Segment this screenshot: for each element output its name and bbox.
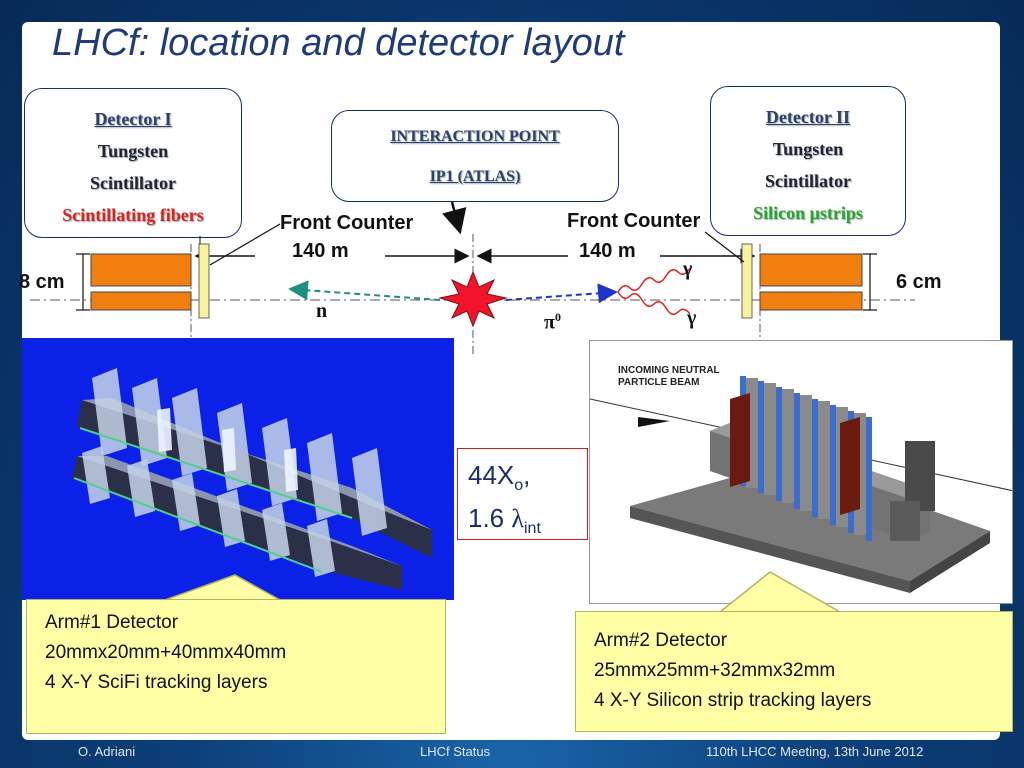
page-title: LHCf: location and detector layout [52,22,625,64]
detector-1-line-2: Scintillator [90,173,176,193]
footer-meeting: 110th LHCC Meeting, 13th June 2012 [706,744,924,759]
front-counter-left-label: Front Counter [280,212,414,234]
width-right-label: 6 cm [896,271,942,293]
lambda-subscript: int [523,520,541,538]
x0-suffix: , [523,460,531,490]
detector-1-heading: Detector I [94,109,172,129]
arm2-detector-render [590,376,1012,593]
detector-2-heading: Detector II [765,107,851,127]
arm1-detector-image [22,338,454,600]
right-tower-bottom [759,291,863,311]
detector-1-line-1: Tungsten [97,141,169,161]
detector-1-box: Detector I Tungsten Scintillator Scintil… [24,88,242,238]
detector-2-line-2: Scintillator [765,171,851,191]
arm1-line-2: 20mmx20mm+40mmx40mm [45,642,287,663]
left-tower-bottom [90,291,192,311]
detector-2-line-3: Silicon μstrips [753,203,863,223]
neutron-label: n [316,300,328,322]
arm2-image-label-line-2: PARTICLE BEAM [618,377,700,388]
x0-subscript: o [514,477,524,495]
x0-value: 44X [468,460,515,490]
detector-1-line-3: Scintillating fibers [62,205,204,225]
ip-pointer [442,201,467,235]
pion-superscript: 0 [554,310,561,324]
arm2-line-2: 25mmx25mm+32mmx32mm [594,660,836,681]
front-counter-right-label: Front Counter [567,210,701,232]
front-counter-right [741,243,753,319]
detector-2-box: Detector II Tungsten Scintillator Silico… [710,86,906,236]
footer-author: O. Adriani [78,744,136,759]
gamma-top-label: γ [683,258,693,280]
arm2-line-1: Arm#2 Detector [594,630,728,651]
arm1-detector-render [72,368,432,590]
footer-center: LHCf Status [420,744,491,759]
arm1-line-1: Arm#1 Detector [45,612,179,633]
arm2-image-label: INCOMING NEUTRAL PARTICLE BEAM [618,365,720,389]
gamma-path-top [617,267,691,293]
lambda-line: 1.6 λint [468,502,577,545]
x0-line: 44Xo, [468,459,577,502]
arm2-image-label-line-1: INCOMING NEUTRAL [618,365,720,376]
arm1-line-3: 4 X-Y SciFi tracking layers [45,672,268,693]
pion-path [505,283,618,304]
distance-right-label: 140 m [579,240,636,262]
interaction-point-sub: IP1 (ATLAS) [429,168,521,185]
interaction-point-heading: INTERACTION POINT [390,128,560,145]
layout-diagram [30,201,915,355]
right-tower-top [759,253,863,287]
arm1-callout: Arm#1 Detector 20mmx20mm+40mmx40mm 4 X-Y… [26,599,446,734]
gamma-bottom-label: γ [687,307,697,329]
width-left-label: 8 cm [19,271,65,293]
lambda-symbol: λ [511,504,524,534]
detector-2-line-1: Tungsten [772,139,844,159]
arm2-detector-image: INCOMING NEUTRAL PARTICLE BEAM [589,340,1013,604]
left-tower-top [90,253,192,287]
front-counter-left [198,243,210,319]
interaction-star [438,270,508,328]
lambda-value: 1.6 [468,503,512,534]
radiation-length-box: 44Xo, 1.6 λint [457,448,588,540]
interaction-point-box: INTERACTION POINT IP1 (ATLAS) [331,110,619,202]
arm2-line-3: 4 X-Y Silicon strip tracking layers [594,690,872,711]
gamma-path-bottom [617,291,691,315]
distance-left-label: 140 m [292,240,349,262]
pion-symbol: π [544,311,555,334]
pion-label: π0 [544,310,561,335]
neutron-path [288,280,441,301]
arm2-callout: Arm#2 Detector 25mmx25mm+32mmx32mm 4 X-Y… [575,611,1013,732]
